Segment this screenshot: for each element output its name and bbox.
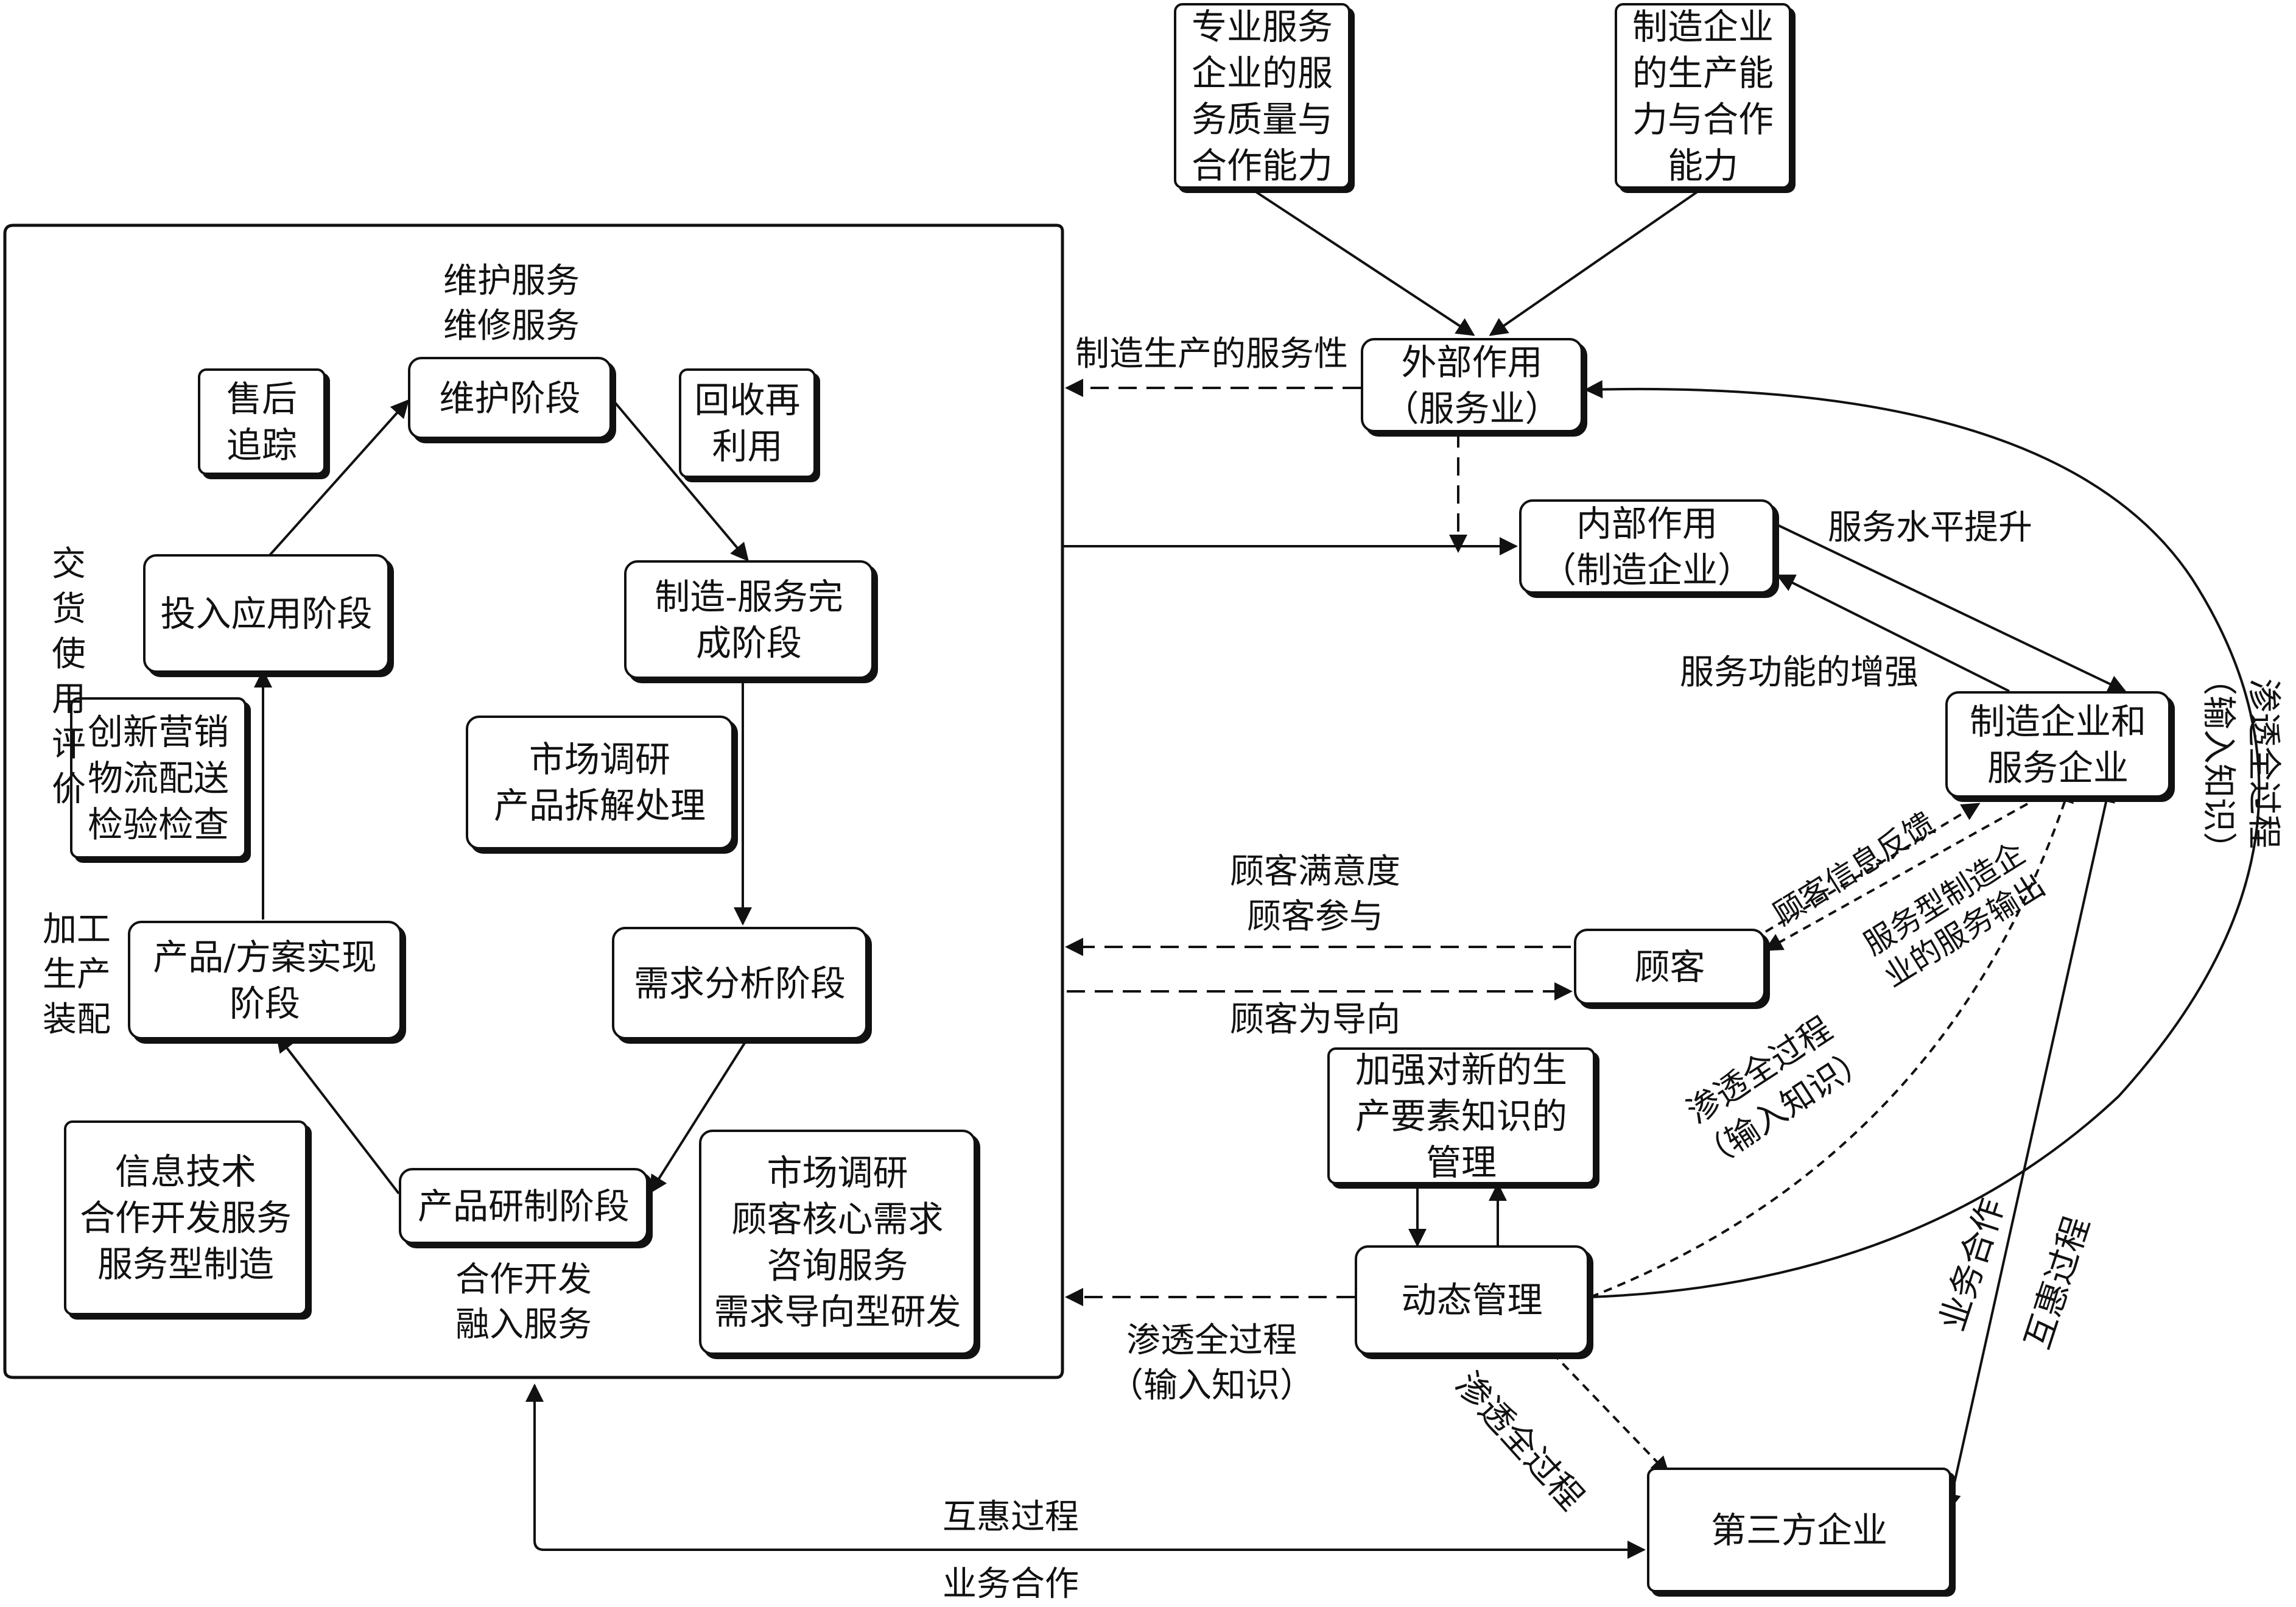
stage-completion: 制造-服务完 成阶段: [624, 560, 874, 679]
arrow-pro-to-external: [1250, 188, 1475, 336]
stage-demand: 需求分析阶段: [612, 927, 868, 1039]
arrow-internal-to-mfgservice: [1774, 522, 2127, 692]
note-recycle: 回收再 利用: [679, 368, 816, 478]
node-mfg-and-service: 制造企业和 服务企业: [1945, 691, 2171, 798]
arrow-demand-to-rd: [649, 1037, 749, 1194]
edge-label-service-function: 服务功能的增强: [1680, 653, 1919, 692]
node-external: 外部作用 （服务业）: [1361, 338, 1583, 432]
label-cooperation: 合作开发 融入服务: [455, 1260, 592, 1345]
arrow-main-third: [525, 1384, 1646, 1559]
node-dynamic: 动态管理: [1355, 1245, 1589, 1355]
stage-realization: 产品/方案实现 阶段: [128, 921, 402, 1039]
note-info-tech: 信息技术 合作开发服务 服务型制造: [64, 1120, 307, 1315]
edge-label-mfg-servitization: 制造生产的服务性: [1075, 334, 1348, 374]
node-internal: 内部作用 （制造企业）: [1519, 499, 1775, 594]
stage-maintenance: 维护阶段: [408, 357, 612, 439]
edge-label-penetrate-left: 渗透全过程 （输入知识）: [1109, 1321, 1314, 1405]
edge-label-penetrate-right: 渗透全过程 （输入知识）: [2199, 661, 2283, 866]
node-third-party: 第三方企业: [1647, 1468, 1951, 1592]
main-frame: [3, 223, 1064, 1379]
edge-label-mutual-bottom: 互惠过程: [943, 1497, 1079, 1537]
node-customer: 顾客: [1574, 929, 1766, 1005]
edge-label-customer-oriented: 顾客为导向: [1230, 1000, 1400, 1039]
label-delivery: 交货 使用 评价: [52, 544, 86, 809]
edge-label-business-coop-bottom: 业务合作: [943, 1564, 1079, 1604]
edge-label-service-level: 服务水平提升: [1828, 508, 2032, 547]
arrow-mfgservice-to-internal: [1776, 574, 2010, 692]
note-market-disassembly: 市场调研 产品拆解处理: [466, 716, 734, 849]
label-maintain-service: 维护服务 维修服务: [443, 261, 580, 346]
arrow-maint-to-completion: [611, 398, 749, 562]
arrow-dynamic-to-external: [1584, 380, 2261, 1298]
note-after-sales: 售后 追踪: [198, 368, 326, 475]
node-pro-service: 专业服务 企业的服 务质量与 合作能力: [1174, 3, 1350, 189]
arrow-application-to-maint: [267, 399, 410, 558]
stage-application: 投入应用阶段: [143, 554, 390, 673]
arrow-third-mfgservice: [1943, 784, 2115, 1512]
label-processing: 加工 生产 装配: [43, 910, 111, 1039]
note-market-core: 市场调研 顾客核心需求 咨询服务 需求导向型研发: [699, 1130, 976, 1355]
note-innovation: 创新营销 物流配送 检验检查: [70, 697, 247, 859]
node-knowledge-mgmt: 加强对新的生 产要素知识的 管理: [1327, 1047, 1595, 1184]
arrow-rd-to-realization: [276, 1033, 400, 1195]
arrow-mfg-to-external: [1489, 188, 1703, 336]
node-mfg-ability: 制造企业 的生产能 力与合作 能力: [1615, 3, 1791, 189]
stage-rd: 产品研制阶段: [399, 1168, 648, 1244]
edge-label-satisfaction: 顾客满意度 顾客参与: [1230, 852, 1400, 937]
